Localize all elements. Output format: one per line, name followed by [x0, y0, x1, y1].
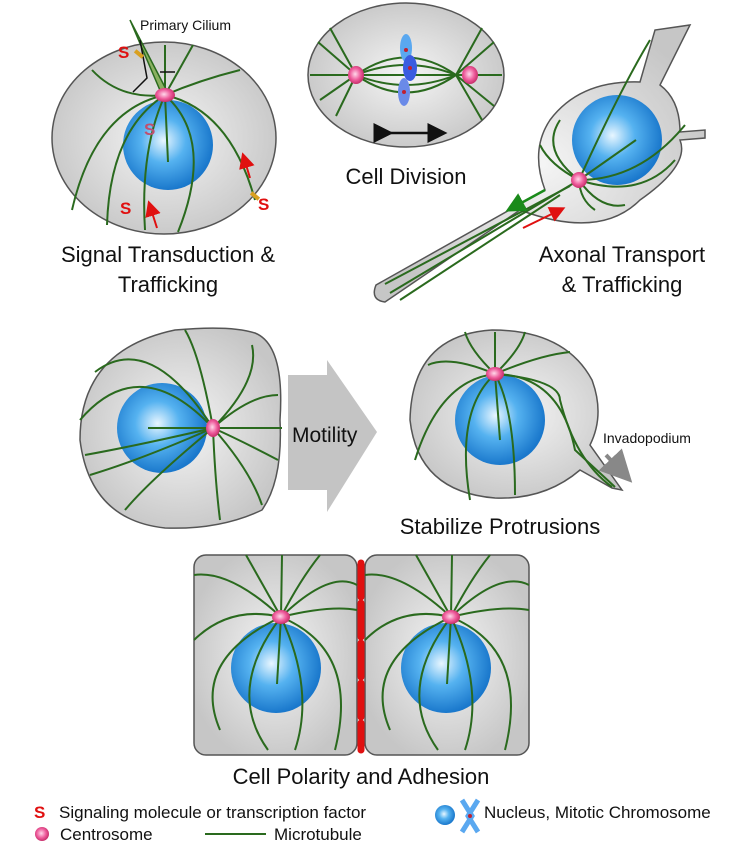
microtubules: [71, 44, 256, 233]
panel-title: Stabilize Protrusions: [400, 514, 601, 539]
panel-title: Trafficking: [118, 272, 218, 297]
microtubules: [384, 39, 686, 301]
centrosome: [348, 66, 364, 84]
centrosome: [571, 172, 587, 188]
microtubules: [79, 329, 282, 521]
legend-nucleus-label: Nucleus, Mitotic Chromosome: [484, 803, 711, 822]
signal-s-icon: S: [34, 803, 45, 822]
transport-arrow-icon: [239, 152, 255, 179]
centrosome: [442, 610, 460, 624]
neuron-body: [373, 24, 706, 303]
signal-s-icon: S: [144, 120, 155, 139]
receptor: [249, 191, 261, 201]
panel-title: Cell Division: [345, 164, 466, 189]
cell-division-panel: Cell Division: [307, 2, 505, 189]
centrosome: [486, 367, 504, 381]
receptor: [133, 49, 145, 59]
signal-s-icon: S: [120, 199, 131, 218]
invasion-arrow-icon: [598, 448, 633, 483]
mitotic-chromosomes: [398, 34, 417, 106]
legend-centrosome-label: Centrosome: [60, 825, 153, 844]
nucleus: [401, 623, 491, 713]
centrosome-icon: [35, 827, 49, 841]
centrosome: [462, 66, 478, 84]
invadopodium-label: Invadopodium: [603, 430, 691, 446]
legend-microtubule-label: Microtubule: [274, 825, 362, 844]
motility-arrow: [288, 360, 377, 512]
centrosome: [155, 88, 175, 102]
legend-signaling-label: Signaling molecule or transcription fact…: [59, 803, 366, 822]
legend: S Signaling molecule or transcription fa…: [34, 798, 711, 844]
centrosome: [272, 610, 290, 624]
nucleus: [572, 95, 662, 185]
retrograde-arrow-icon: [505, 188, 546, 212]
anterograde-arrow-icon: [522, 207, 566, 229]
cilium-label: Primary Cilium: [140, 17, 231, 33]
signal-transduction-panel: Primary Cilium S S S S Signal Transducti…: [51, 17, 277, 297]
panel-title: Axonal Transport: [539, 242, 705, 267]
nucleus: [231, 623, 321, 713]
nucleus-icon: [435, 805, 455, 825]
microtubules: [414, 331, 616, 501]
signal-s-icon: S: [258, 195, 269, 214]
chromosome-icon: [459, 798, 481, 834]
signal-s-icon: S: [118, 43, 129, 62]
motility-label: Motility: [292, 424, 358, 447]
cilium-pointer: [132, 39, 175, 93]
axonal-transport-panel: Axonal Transport & Trafficking: [373, 24, 706, 303]
motility-panel: Motility: [79, 327, 377, 529]
transport-arrow-icon: [145, 200, 161, 229]
panel-title: & Trafficking: [562, 272, 683, 297]
protrusions-panel: Invadopodium Stabilize Protrusions: [400, 329, 691, 539]
panel-title: Cell Polarity and Adhesion: [233, 764, 490, 789]
microtubules: [193, 554, 530, 751]
panel-title: Signal Transduction &: [61, 242, 275, 267]
polarity-panel: Cell Polarity and Adhesion: [193, 554, 530, 789]
centrosome: [206, 419, 220, 437]
